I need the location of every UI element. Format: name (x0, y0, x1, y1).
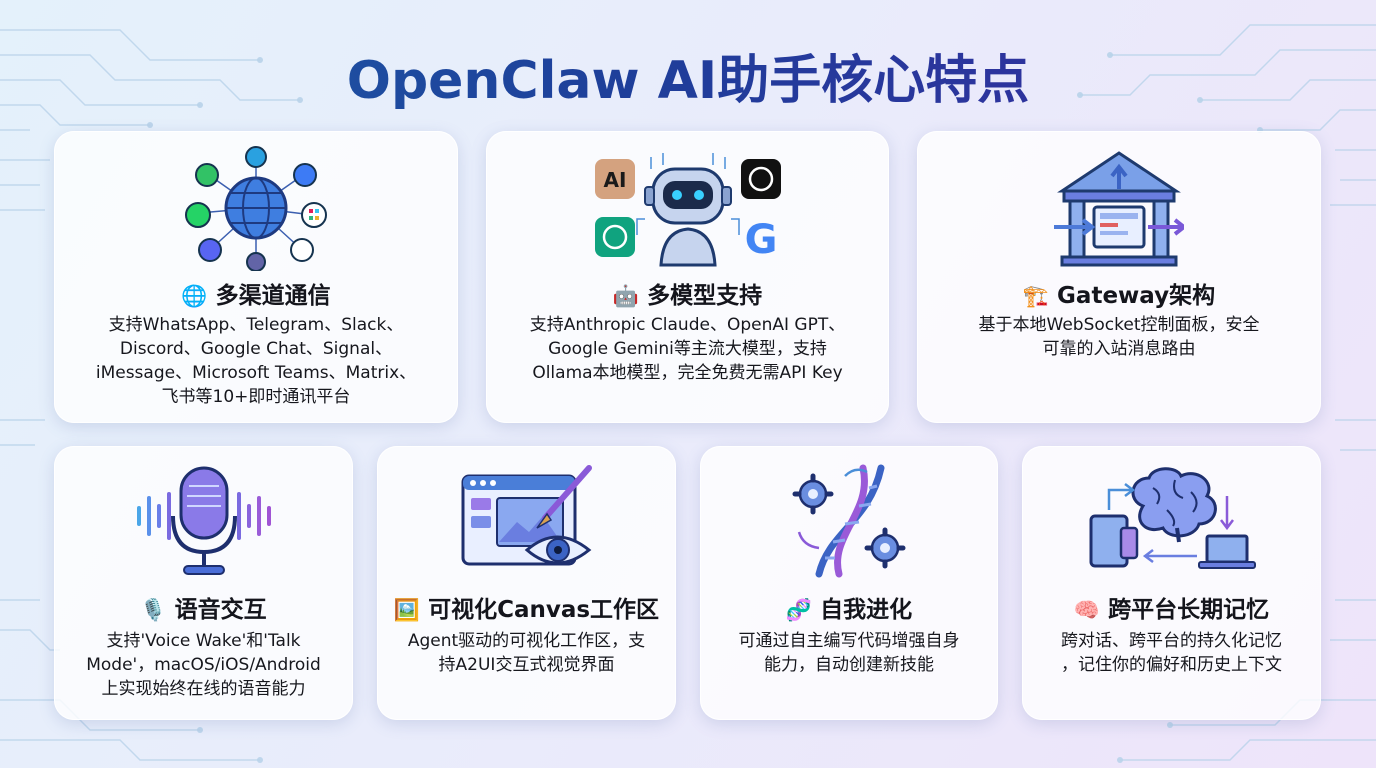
card-title-text: Gateway架构 (1057, 283, 1216, 309)
brain-emoji-icon: 🧠 (1073, 598, 1101, 622)
desc-line: 上实现始终在线的语音能力 (101, 679, 306, 699)
card-title-text: 跨平台长期记忆 (1108, 597, 1270, 623)
desc-line: 支持WhatsApp、Telegram、Slack、 (108, 315, 404, 335)
desc-line: Ollama本地模型，完全免费无需API Key (532, 363, 843, 383)
globe-emoji-icon: 🌐 (181, 284, 208, 308)
feature-card-voice: 🎙️ 语音交互 支持'Voice Wake'和'Talk Mode'，macOS/… (54, 446, 353, 720)
feature-card-memory: 🧠 跨平台长期记忆 跨对话、跨平台的持久化记忆 ，记住你的偏好和历史上下文 (1022, 446, 1321, 720)
card-title: 🧠 跨平台长期记忆 (1022, 590, 1321, 624)
microphone-emoji-icon: 🎙️ (140, 598, 167, 622)
card-description: 支持WhatsApp、Telegram、Slack、 Discord、Googl… (54, 313, 458, 409)
canvas-eye-icon (461, 465, 592, 566)
card-title-text: 多渠道通信 (215, 283, 331, 309)
feature-card-multichannel: 🌐 多渠道通信 支持WhatsApp、Telegram、Slack、 Discor… (54, 131, 458, 423)
feature-card-multimodel: AI G 🤖 多模型支持 支持Anthropic Claude、OpenAI GP… (486, 131, 889, 423)
desc-line: ，记住你的偏好和历史上下文 (1061, 655, 1282, 675)
globe-network-icon (185, 146, 327, 271)
card-description: 支持Anthropic Claude、OpenAI GPT、 Google Ge… (486, 313, 889, 385)
card-title: 🎙️ 语音交互 (54, 590, 353, 624)
desc-line: 可通过自主编写代码增强自身 (738, 631, 960, 651)
desc-line: 能力，自动创建新技能 (764, 655, 934, 675)
card-title: 🤖 多模型支持 (486, 276, 889, 310)
brain-devices-icon (1089, 467, 1256, 569)
card-title: 🖼️ 可视化Canvas工作区 (377, 590, 676, 624)
card-title-text: 语音交互 (174, 597, 267, 623)
desc-line: Google Gemini等主流大模型，支持 (548, 339, 827, 359)
desc-line: 跨对话、跨平台的持久化记忆 (1061, 631, 1282, 651)
microphone-icon (136, 466, 271, 575)
card-title: 🏗️ Gateway架构 (917, 276, 1321, 310)
desc-line: 支持'Voice Wake'和'Talk (106, 631, 301, 651)
card-description: 基于本地WebSocket控制面板，安全 可靠的入站消息路由 (917, 313, 1321, 361)
card-title-text: 多模型支持 (647, 283, 763, 309)
robot-models-icon: AI G (594, 153, 781, 267)
card-description: Agent驱动的可视化工作区，支 持A2UI交互式视觉界面 (377, 629, 676, 677)
gateway-building-icon (1054, 151, 1184, 267)
feature-card-canvas: 🖼️ 可视化Canvas工作区 Agent驱动的可视化工作区，支 持A2UI交互式… (377, 446, 676, 720)
dna-emoji-icon: 🧬 (785, 598, 813, 622)
card-title: 🧬 自我进化 (700, 590, 998, 624)
card-description: 支持'Voice Wake'和'Talk Mode'，macOS/iOS/And… (54, 629, 353, 701)
google-logo: G (744, 217, 777, 263)
card-title-text: 自我进化 (820, 597, 913, 623)
picture-emoji-icon: 🖼️ (393, 598, 421, 622)
desc-line: 持A2UI交互式视觉界面 (438, 655, 615, 675)
anthropic-logo: AI (603, 168, 626, 192)
feature-card-gateway: 🏗️ Gateway架构 基于本地WebSocket控制面板，安全 可靠的入站消息… (917, 131, 1321, 423)
construction-emoji-icon: 🏗️ (1022, 284, 1050, 308)
card-title-text: 可视化Canvas工作区 (428, 597, 660, 623)
robot-emoji-icon: 🤖 (612, 284, 640, 308)
page-title: OpenClaw AI助手核心特点 (0, 38, 1376, 113)
desc-line: Discord、Google Chat、Signal、 (119, 339, 393, 359)
desc-line: Agent驱动的可视化工作区，支 (407, 631, 646, 651)
desc-line: 可靠的入站消息路由 (1042, 339, 1196, 359)
desc-line: iMessage、Microsoft Teams、Matrix、 (95, 363, 417, 383)
card-title: 🌐 多渠道通信 (54, 276, 458, 310)
desc-line: 支持Anthropic Claude、OpenAI GPT、 (529, 315, 846, 335)
feature-card-evolution: 🧬 自我进化 可通过自主编写代码增强自身 能力，自动创建新技能 (700, 446, 998, 720)
desc-line: 飞书等10+即时通讯平台 (161, 387, 351, 407)
dna-gears-icon (792, 464, 906, 578)
card-description: 可通过自主编写代码增强自身 能力，自动创建新技能 (700, 629, 998, 677)
card-description: 跨对话、跨平台的持久化记忆 ，记住你的偏好和历史上下文 (1022, 629, 1321, 677)
desc-line: 基于本地WebSocket控制面板，安全 (978, 315, 1260, 335)
desc-line: Mode'，macOS/iOS/Android (86, 655, 321, 675)
